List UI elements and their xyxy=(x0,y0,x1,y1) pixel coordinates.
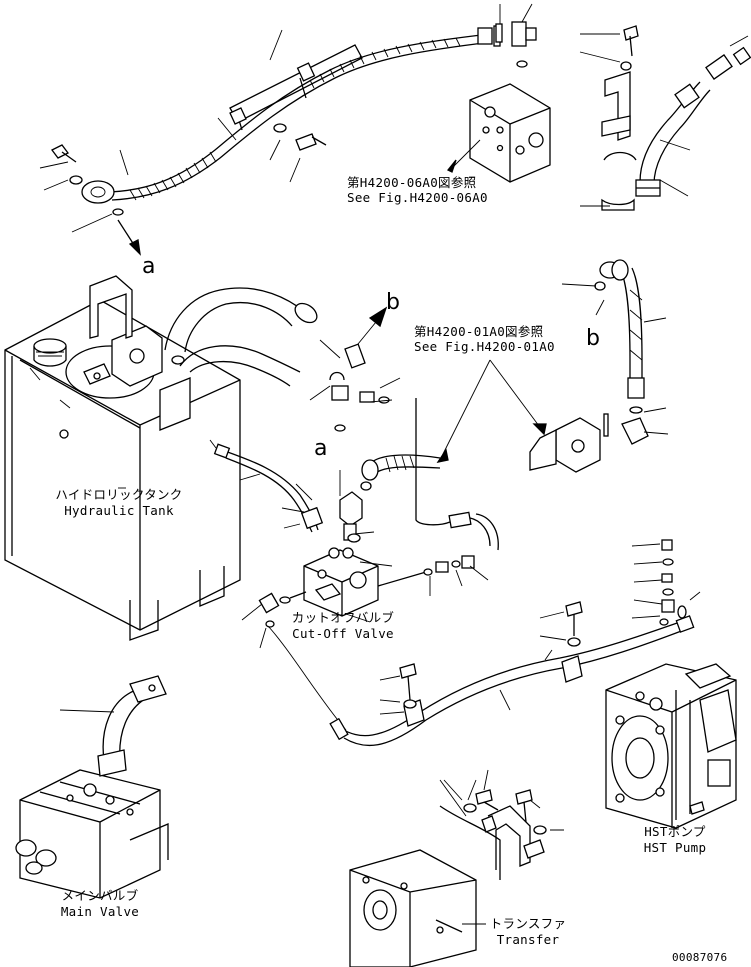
main-valve-label-en: Main Valve xyxy=(60,904,140,919)
ref-06a0-en: See Fig.H4200-06A0 xyxy=(347,190,488,205)
connection-mark-a-top: a xyxy=(142,254,156,279)
cutoff-valve-label-en: Cut-Off Valve xyxy=(292,626,394,641)
hydraulic-tank-label-en: Hydraulic Tank xyxy=(64,503,174,518)
transfer-label-jp: トランスファ xyxy=(489,916,567,931)
hst-pump-label-en: HST Pump xyxy=(643,840,707,855)
ref-01a0-en: See Fig.H4200-01A0 xyxy=(414,339,555,354)
connection-mark-a-mid: a xyxy=(314,436,328,461)
ref-01a0-jp: 第H4200-01A0図参照 xyxy=(414,324,544,339)
connection-mark-b-right: b xyxy=(586,326,600,351)
hst-pump xyxy=(605,663,737,829)
hst-pump-label-jp: HSTポンプ xyxy=(644,824,706,839)
bolts-top-left xyxy=(51,123,327,256)
cutoff-valve xyxy=(241,470,489,731)
valve-block-06a0 xyxy=(446,83,551,183)
transfer xyxy=(349,769,564,967)
cutoff-valve-label-jp: カットオフバルブ xyxy=(291,610,395,625)
long-hose-to-pump xyxy=(329,601,695,747)
return-pipe xyxy=(164,287,318,387)
hydraulic-tank xyxy=(4,275,241,641)
transfer-label-en: Transfer xyxy=(496,932,560,947)
tank-to-cutoff-hose xyxy=(209,439,324,533)
main-valve-label-jp: メインバルブ xyxy=(61,888,139,903)
drawing-number: 00087076 xyxy=(672,951,728,964)
pump-fittings xyxy=(631,539,701,626)
right-hose-06a0 xyxy=(579,25,751,211)
top-fittings xyxy=(495,3,537,68)
label-leaders xyxy=(118,487,371,623)
main-valve xyxy=(15,675,169,899)
hose-to-01a0 xyxy=(360,398,499,551)
ref-06a0-jp: 第H4200-06A0図参照 xyxy=(347,175,477,190)
right-hose-01a0 xyxy=(436,259,669,473)
middle-fittings xyxy=(309,306,401,432)
connection-mark-b-top: b xyxy=(386,290,400,315)
hydraulic-tank-label-jp: ハイドロリックタンク xyxy=(55,487,183,502)
